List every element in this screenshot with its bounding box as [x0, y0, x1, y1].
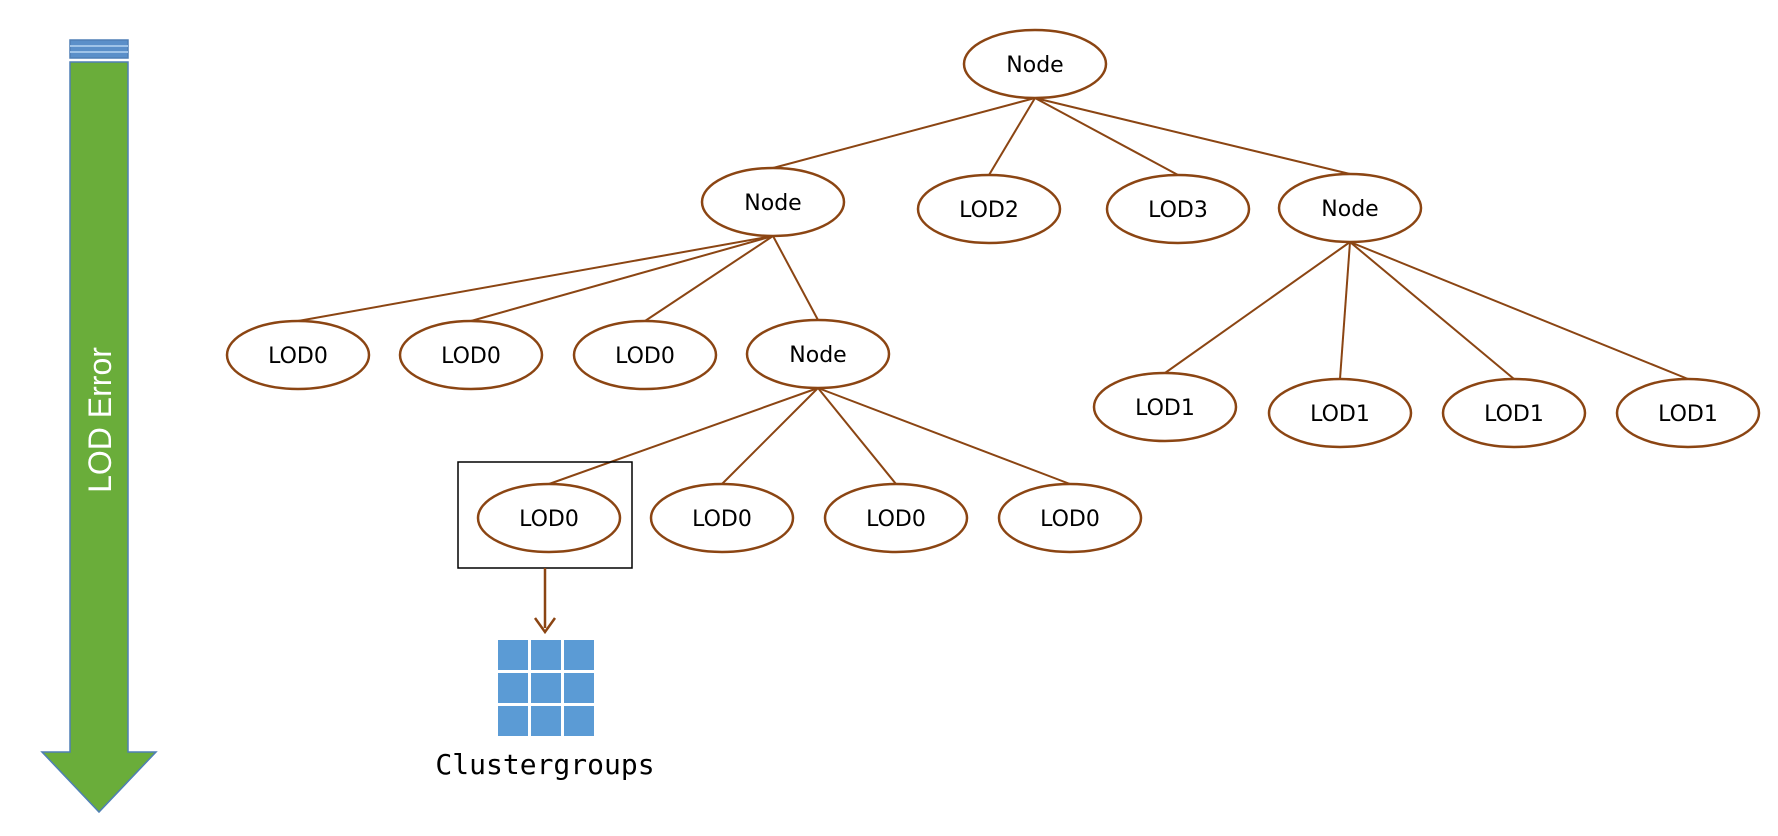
- node-ellipse: [997, 482, 1143, 554]
- node-ellipse: [1441, 377, 1587, 449]
- lod-error-arrow: LOD Error: [40, 39, 158, 814]
- tree-node-a2[interactable]: LOD0: [398, 319, 544, 391]
- edge-n2-c4: [1349, 241, 1689, 380]
- tree-node-c1[interactable]: LOD1: [1092, 371, 1238, 443]
- node-ellipse: [745, 318, 891, 390]
- tree-node-b3[interactable]: LOD0: [823, 482, 969, 554]
- node-ellipse: [649, 482, 795, 554]
- tree-node-c3[interactable]: LOD1: [1441, 377, 1587, 449]
- edge-n1-a2: [470, 235, 774, 322]
- node-ellipse: [476, 482, 622, 554]
- arrow-label: LOD Error: [82, 347, 118, 493]
- node-label: LOD1: [1310, 402, 1370, 427]
- node-label: LOD0: [268, 344, 328, 369]
- node-label: LOD0: [692, 507, 752, 532]
- node-label: LOD0: [866, 507, 926, 532]
- edge-n3-b2: [721, 387, 819, 485]
- tree-node-a1[interactable]: LOD0: [225, 319, 371, 391]
- edge-n2-c2: [1339, 241, 1351, 380]
- edge-n2-c3: [1349, 241, 1515, 380]
- tree-node-lod3[interactable]: LOD3: [1105, 173, 1251, 245]
- cluster-pointer-arrow: [533, 568, 557, 635]
- tree-node-n1[interactable]: Node: [700, 166, 846, 238]
- node-ellipse: [1267, 377, 1413, 449]
- edges-layer: [297, 97, 1689, 485]
- edge-n1-n3: [772, 235, 819, 321]
- cluster-cell: [564, 640, 594, 670]
- edge-n3-b1: [548, 387, 819, 485]
- node-ellipse: [1105, 173, 1251, 245]
- tree-node-n2[interactable]: Node: [1277, 172, 1423, 244]
- edge-root-n2: [1034, 97, 1351, 175]
- tree-node-b4[interactable]: LOD0: [997, 482, 1143, 554]
- cluster-cell: [564, 673, 594, 703]
- node-ellipse: [700, 166, 846, 238]
- node-ellipse: [225, 319, 371, 391]
- edge-root-lod2: [988, 97, 1036, 176]
- cluster-cell: [498, 640, 528, 670]
- pointer-head: [533, 617, 557, 635]
- node-label: LOD1: [1135, 396, 1195, 421]
- node-ellipse: [572, 319, 718, 391]
- node-label: LOD2: [959, 198, 1019, 223]
- node-ellipse: [916, 173, 1062, 245]
- node-label: LOD1: [1484, 402, 1544, 427]
- tree-node-b1[interactable]: LOD0: [476, 482, 622, 554]
- edge-n2-c1: [1164, 241, 1351, 374]
- tree-node-c2[interactable]: LOD1: [1267, 377, 1413, 449]
- tree-node-a3[interactable]: LOD0: [572, 319, 718, 391]
- edge-n1-a1: [297, 235, 774, 322]
- node-ellipse: [823, 482, 969, 554]
- node-ellipse: [1615, 377, 1761, 449]
- node-label: LOD0: [519, 507, 579, 532]
- node-ellipse: [962, 28, 1108, 100]
- edge-root-n1: [772, 97, 1036, 169]
- node-label: LOD3: [1148, 198, 1208, 223]
- edge-n3-b3: [817, 387, 897, 485]
- node-ellipse: [1092, 371, 1238, 443]
- tree-node-c4[interactable]: LOD1: [1615, 377, 1761, 449]
- tree-node-n3[interactable]: Node: [745, 318, 891, 390]
- cluster-cell: [531, 706, 561, 736]
- node-label: Node: [1006, 53, 1063, 78]
- node-ellipse: [1277, 172, 1423, 244]
- cluster-cell: [498, 706, 528, 736]
- node-label: LOD0: [1040, 507, 1100, 532]
- node-label: LOD0: [615, 344, 675, 369]
- edge-root-lod3: [1034, 97, 1179, 176]
- node-ellipse: [398, 319, 544, 391]
- cluster-cell: [531, 673, 561, 703]
- cluster-cell: [498, 673, 528, 703]
- cluster-cell: [564, 706, 594, 736]
- node-label: Node: [1321, 197, 1378, 222]
- node-label: Node: [744, 191, 801, 216]
- tree-node-root[interactable]: Node: [962, 28, 1108, 100]
- edge-n3-b4: [817, 387, 1071, 485]
- node-label: Node: [789, 343, 846, 368]
- cluster-cell: [531, 640, 561, 670]
- tree-node-lod2[interactable]: LOD2: [916, 173, 1062, 245]
- node-label: LOD0: [441, 344, 501, 369]
- tree-node-b2[interactable]: LOD0: [649, 482, 795, 554]
- node-label: LOD1: [1658, 402, 1718, 427]
- arrow-top-cap: [69, 39, 129, 59]
- clustergroups-caption: Clustergroups: [435, 748, 654, 781]
- clustergroups-grid-icon: [498, 640, 594, 736]
- edge-n1-a3: [644, 235, 774, 322]
- arrow-body: [40, 61, 158, 814]
